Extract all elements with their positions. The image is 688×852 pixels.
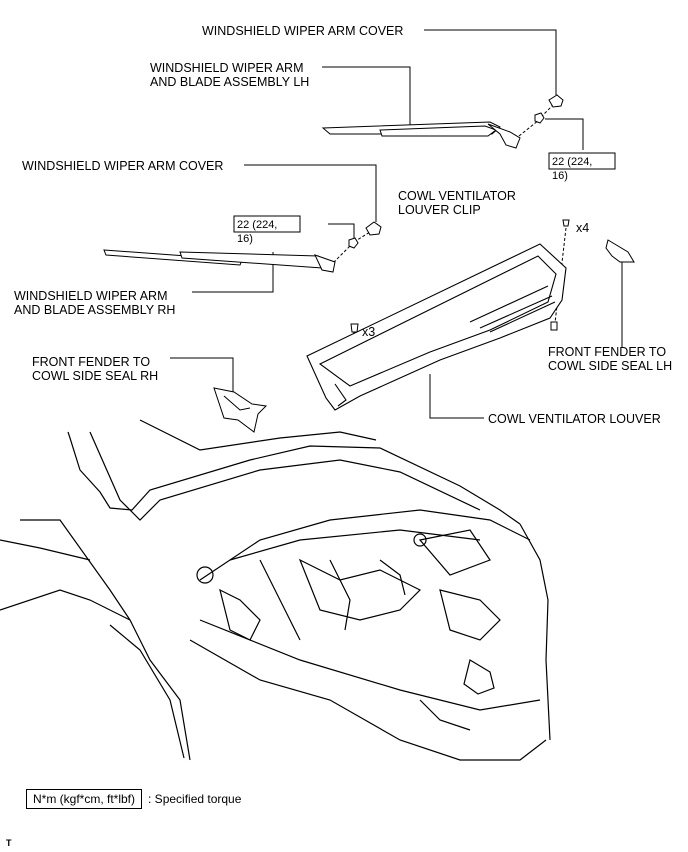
wiper-arm-lh-part [321, 121, 521, 149]
cowl-louver-clip-x3-part [350, 323, 359, 333]
torque-lh-value-line2: 16) [552, 170, 568, 182]
label-seal-rh-line1: FRONT FENDER TO [32, 355, 150, 369]
label-seal-rh-line2: COWL SIDE SEAL RH [32, 369, 158, 383]
legend-description: : Specified torque [148, 792, 242, 806]
cowl-louver-clip-part [550, 219, 570, 331]
wiper-arm-rh-part [103, 249, 336, 273]
cowl-side-seal-rh-part [213, 387, 268, 433]
label-wiper-rh-line1: WINDSHIELD WIPER ARM [14, 289, 168, 303]
torque-box-rh [233, 215, 301, 233]
cowl-ventilator-louver-part [306, 243, 567, 411]
leader-lines [170, 29, 623, 419]
nut-lh-part [534, 112, 545, 124]
label-wiper-arm-cover-mid: WINDSHIELD WIPER ARM COVER [22, 159, 223, 173]
label-seal-lh-line1: FRONT FENDER TO [548, 345, 666, 359]
label-cowl-louver: COWL VENTILATOR LOUVER [488, 412, 661, 426]
torque-box-lh [548, 152, 616, 170]
label-wiper-lh-line2: AND BLADE ASSEMBLY LH [150, 75, 309, 89]
legend-torque-unit-box: N*m (kgf*cm, ft*lbf) [26, 789, 143, 809]
label-wiper-rh-line2: AND BLADE ASSEMBLY RH [14, 303, 175, 317]
label-seal-lh-line2: COWL SIDE SEAL LH [548, 359, 672, 373]
wiper-arm-cover-lh-part [548, 94, 564, 108]
label-clip-qty-x4: x4 [576, 221, 589, 235]
cowl-side-seal-lh-part [605, 239, 635, 263]
label-clip-line1: COWL VENTILATOR [398, 189, 516, 203]
label-clip-line2: LOUVER CLIP [398, 203, 481, 217]
wiper-arm-cover-rh-part [365, 221, 382, 236]
torque-rh-value: 22 (224, [237, 219, 277, 231]
vehicle-outline [0, 419, 551, 761]
label-clip-qty-x3: x3 [362, 325, 375, 339]
label-wiper-arm-cover-top: WINDSHIELD WIPER ARM COVER [202, 24, 403, 38]
corner-mark: T [6, 838, 12, 848]
torque-lh-value: 22 (224, [552, 156, 592, 168]
torque-legend: N*m (kgf*cm, ft*lbf) : Specified torque [26, 789, 241, 809]
label-wiper-lh-line1: WINDSHIELD WIPER ARM [150, 61, 304, 75]
torque-rh-value-line2: 16) [237, 233, 253, 245]
nut-rh-part [348, 237, 359, 249]
